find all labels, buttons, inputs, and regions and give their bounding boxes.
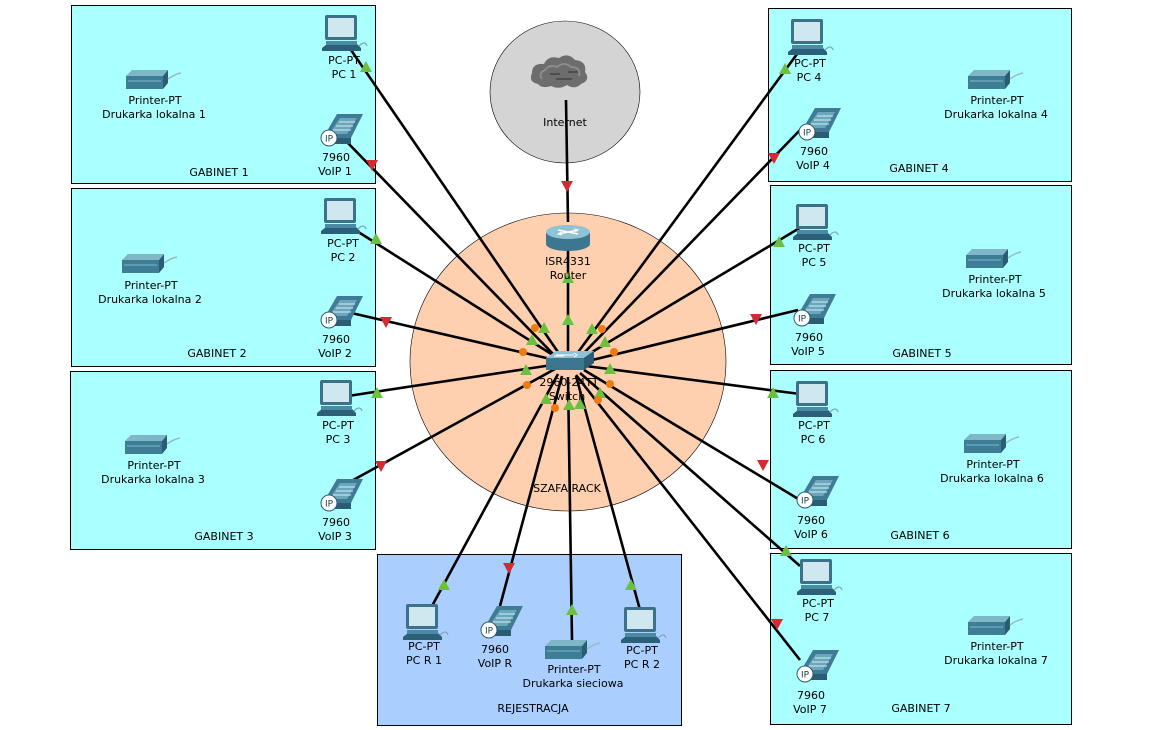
pc-model: PC-PT bbox=[626, 644, 658, 657]
internet-cluster bbox=[489, 20, 641, 164]
phone-name: VoIP 1 bbox=[318, 165, 352, 178]
phone-name: VoIP 4 bbox=[796, 159, 830, 172]
printer-name: Drukarka lokalna 1 bbox=[102, 108, 206, 121]
link-pc7[interactable] bbox=[579, 372, 801, 567]
link-voip5[interactable] bbox=[583, 308, 799, 364]
phone-model: 7960 bbox=[797, 689, 825, 702]
pc-name: PC 6 bbox=[801, 433, 826, 446]
switch-name: Switch bbox=[549, 390, 585, 403]
room-label: GABINET 6 bbox=[890, 529, 949, 542]
phone-model: 7960 bbox=[800, 145, 828, 158]
link-pc4[interactable] bbox=[574, 49, 802, 356]
link-printer-net[interactable] bbox=[566, 376, 574, 641]
pc-name: PC 2 bbox=[331, 251, 356, 264]
link-pc1[interactable] bbox=[349, 49, 562, 356]
router-icon[interactable] bbox=[545, 224, 591, 252]
switch-icon[interactable] bbox=[545, 350, 595, 371]
printer-model: Printer-PT bbox=[970, 640, 1023, 653]
pc-name: PC 4 bbox=[797, 71, 822, 84]
router-model: ISR4331 bbox=[545, 255, 591, 268]
printer-model: Printer-PT bbox=[124, 279, 177, 292]
pc-name: PC 7 bbox=[805, 611, 830, 624]
link-voip1[interactable] bbox=[344, 139, 557, 358]
link-pc5[interactable] bbox=[581, 224, 804, 360]
pc-model: PC-PT bbox=[322, 419, 354, 432]
pc-model: PC-PT bbox=[798, 242, 830, 255]
pc-name: PC 3 bbox=[326, 433, 351, 446]
printer-name: Drukarka sieciowa bbox=[523, 677, 624, 690]
phone-name: VoIP 7 bbox=[793, 703, 827, 716]
rack-label: SZAFA RACK bbox=[533, 482, 602, 495]
link-down-marker bbox=[561, 181, 573, 192]
link-pending-marker bbox=[594, 396, 602, 404]
link-pc3[interactable] bbox=[347, 363, 553, 398]
internet-label: Internet bbox=[543, 116, 587, 129]
printer-name: Drukarka lokalna 5 bbox=[942, 287, 1046, 300]
link-pcr1[interactable] bbox=[430, 373, 560, 607]
link-pcr2[interactable] bbox=[574, 375, 642, 611]
link-pending-marker bbox=[531, 324, 539, 332]
phone-model: 7960 bbox=[322, 151, 350, 164]
phone-model: 7960 bbox=[322, 333, 350, 346]
pc-model: PC-PT bbox=[408, 640, 440, 653]
printer-model: Printer-PT bbox=[547, 663, 600, 676]
link-voip4[interactable] bbox=[579, 127, 803, 358]
link-pending-marker bbox=[598, 325, 606, 333]
router-name: Router bbox=[550, 269, 587, 282]
link-router-internet[interactable] bbox=[564, 99, 570, 223]
printer-model: Printer-PT bbox=[966, 458, 1019, 471]
link-pending-marker bbox=[606, 380, 614, 388]
room-label: GABINET 1 bbox=[189, 166, 248, 179]
pc-model: PC-PT bbox=[327, 237, 359, 250]
phone-name: VoIP 5 bbox=[791, 345, 825, 358]
printer-name: Drukarka lokalna 6 bbox=[940, 472, 1044, 485]
printer-name: Drukarka lokalna 3 bbox=[101, 473, 205, 486]
room-label: GABINET 5 bbox=[892, 347, 951, 360]
printer-name: Drukarka lokalna 7 bbox=[944, 654, 1048, 667]
phone-name: VoIP 2 bbox=[318, 347, 352, 360]
room-label: GABINET 3 bbox=[194, 530, 253, 543]
printer-model: Printer-PT bbox=[970, 94, 1023, 107]
pc-name: PC 1 bbox=[332, 68, 357, 81]
phone-name: VoIP 3 bbox=[318, 530, 352, 543]
phone-model: 7960 bbox=[797, 514, 825, 527]
printer-model: Printer-PT bbox=[128, 94, 181, 107]
link-voip7[interactable] bbox=[574, 374, 802, 661]
pc-model: PC-PT bbox=[328, 54, 360, 67]
pc-name: PC R 2 bbox=[624, 658, 660, 671]
pc-name: PC 5 bbox=[802, 256, 827, 269]
phone-name: VoIP 6 bbox=[794, 528, 828, 541]
link-pending-marker bbox=[523, 381, 531, 389]
printer-model: Printer-PT bbox=[968, 273, 1021, 286]
pc-model: PC-PT bbox=[802, 597, 834, 610]
phone-model: 7960 bbox=[481, 643, 509, 656]
switch-model: 2960-24TT bbox=[539, 376, 598, 389]
room-label: GABINET 7 bbox=[891, 702, 950, 715]
printer-name: Drukarka lokalna 4 bbox=[944, 108, 1048, 121]
pc-model: PC-PT bbox=[794, 57, 826, 70]
room-label: REJESTRACJA bbox=[497, 702, 569, 715]
room-label: GABINET 4 bbox=[889, 162, 948, 175]
printer-name: Drukarka lokalna 2 bbox=[98, 293, 202, 306]
phone-model: 7960 bbox=[795, 331, 823, 344]
printer-model: Printer-PT bbox=[127, 459, 180, 472]
link-voip6[interactable] bbox=[583, 368, 801, 502]
link-pc2[interactable] bbox=[351, 226, 557, 359]
link-status-markers bbox=[360, 61, 792, 630]
phone-model: 7960 bbox=[322, 516, 350, 529]
phone-name: VoIP R bbox=[478, 657, 513, 670]
room-gabinet-1 bbox=[71, 5, 376, 184]
room-label: GABINET 2 bbox=[187, 347, 246, 360]
pc-model: PC-PT bbox=[798, 419, 830, 432]
link-pending-marker bbox=[519, 348, 527, 356]
link-pending-marker bbox=[551, 404, 559, 412]
pc-name: PC R 1 bbox=[406, 654, 442, 667]
link-pc6[interactable] bbox=[585, 364, 801, 396]
link-pending-marker bbox=[610, 348, 618, 356]
link-down-marker bbox=[757, 460, 769, 471]
